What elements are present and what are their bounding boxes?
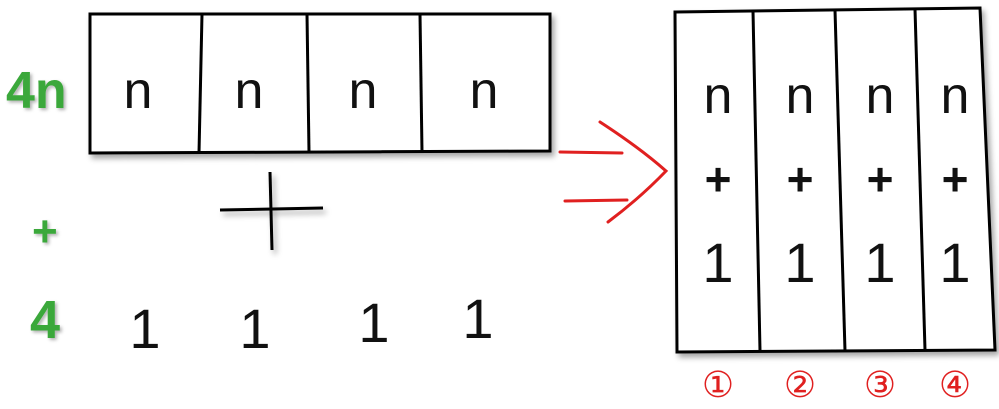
left-cell-4: n [470,62,499,120]
right-col-3-one: 1 [864,231,895,294]
hand-drawn-plus [219,171,324,251]
left-cell-strip [88,12,552,155]
left-one-2: 1 [239,297,270,360]
left-one-1: 1 [129,297,160,360]
right-col-4-plus: + [942,153,969,205]
right-col-2-one: 1 [784,231,815,294]
left-cell-3: n [349,62,378,120]
right-col-3-n: n [866,67,895,125]
column-marker-4: ④ [939,365,971,406]
row-label-4: 4 [30,290,60,350]
row-label-4n: 4n [6,62,67,120]
red-arrow-icon [558,120,669,224]
right-column-box [673,6,997,354]
left-one-3: 1 [358,291,389,354]
right-col-4-n: n [941,67,970,125]
left-one-4: 1 [462,287,493,350]
right-col-3-plus: + [867,153,894,205]
left-cell-2: n [235,62,264,120]
right-col-1-n: n [704,67,733,125]
left-cell-1: n [124,62,153,120]
column-marker-2: ② [784,365,816,406]
right-col-4-one: 1 [939,231,970,294]
row-label-plus: + [32,207,58,256]
right-col-1-one: 1 [702,231,733,294]
column-marker-3: ③ [864,365,896,406]
right-col-2-n: n [786,67,815,125]
right-col-1-plus: + [705,153,732,205]
column-marker-1: ① [702,365,734,406]
right-col-2-plus: + [787,153,814,205]
